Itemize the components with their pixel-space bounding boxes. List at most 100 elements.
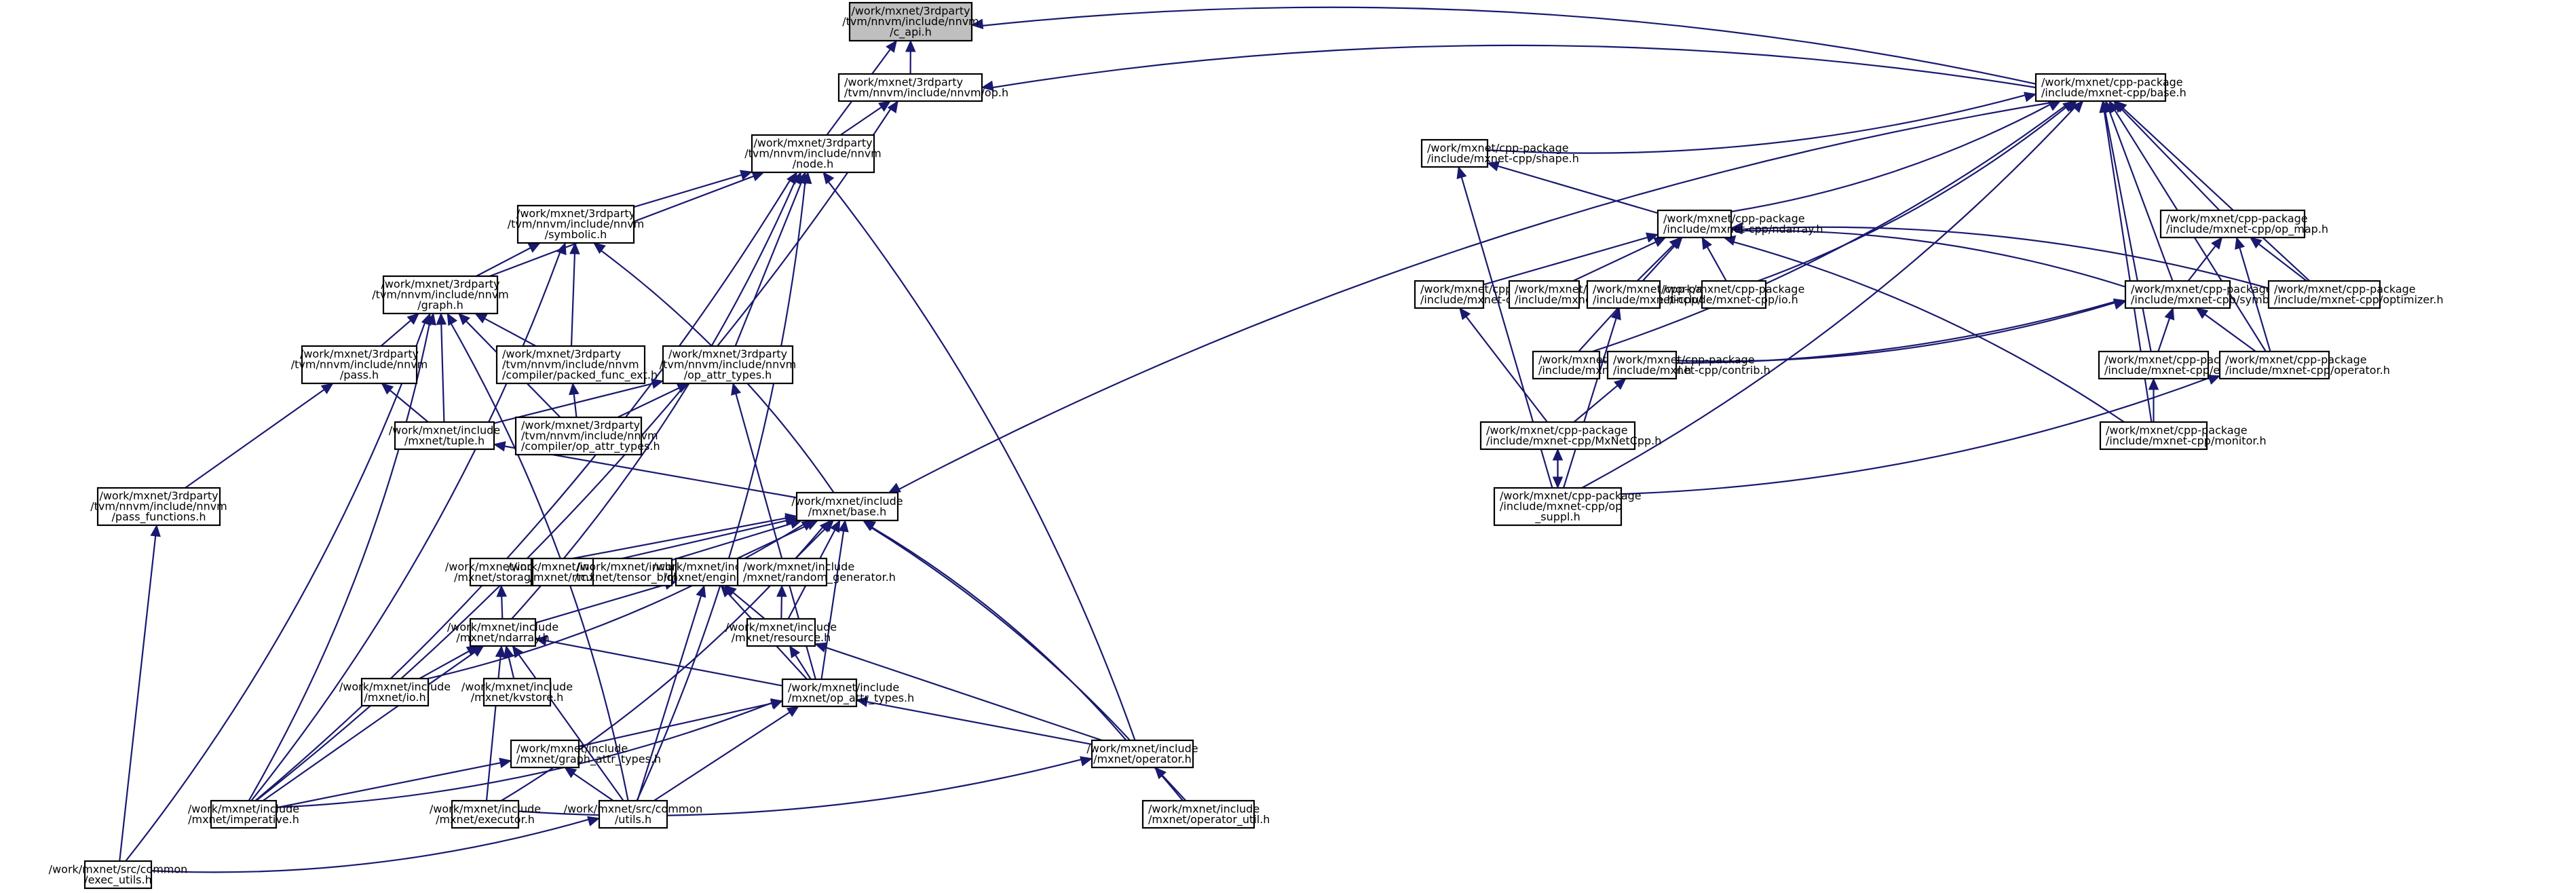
graph-node-mx_base[interactable]: /work/mxnet/include/mxnet/base.h (791, 491, 903, 522)
graph-node-mx_resource[interactable]: /work/mxnet/include/mxnet/resource.h (725, 618, 837, 647)
graph-node-cpp_ndarray[interactable]: /work/mxnet/cpp-package/include/mxnet-cp… (1656, 209, 1823, 239)
node-box (592, 557, 673, 587)
graph-node-cpp_base[interactable]: /work/mxnet/cpp-package/include/mxnet-cp… (2034, 73, 2186, 102)
graph-node-nnvm_pass_functions[interactable]: /work/mxnet/3rdparty/tvm/nnvm/include/nn… (90, 487, 227, 527)
arrowhead-icon (512, 645, 524, 658)
node-box (746, 618, 816, 647)
node-label-line: /include/mxnet-cpp/base.h (2041, 86, 2186, 99)
edge-cpp_op_map-to-cpp_base (2121, 108, 2220, 211)
node-label-line: /tvm/nnvm/include/nnvm (521, 430, 658, 442)
graph-node-cpp_contrib[interactable]: /work/mxnet/cpp-package/include/mxnet-cp… (1606, 350, 1770, 380)
edge-mx_imperative-to-nnvm_graph (248, 323, 430, 801)
node-label-line: /node.h (793, 157, 834, 170)
node-box (96, 487, 221, 527)
graph-node-cpp_op_suppl[interactable]: /work/mxnet/cpp-package/include/mxnet-cp… (1493, 487, 1642, 527)
arrowhead-icon (436, 312, 447, 325)
arrowhead-icon (493, 441, 506, 452)
edge-mx_imperative-to-mx_op_attr (276, 702, 772, 808)
arrowhead-icon (888, 482, 902, 493)
graph-node-mx_io[interactable]: /work/mxnet/include/mxnet/io.h (339, 677, 451, 707)
edge-mx_imperative-to-nnvm_node (254, 180, 791, 801)
edge-nnvm_pass-to-nnvm_graph (380, 320, 411, 347)
graph-node-nnvm_op[interactable]: /work/mxnet/3rdparty/tvm/nnvm/include/nn… (837, 73, 1008, 102)
edge-mx_operator-to-mx_op_attr (867, 701, 1093, 745)
graph-node-cpp_operator[interactable]: /work/mxnet/cpp-package/include/mxnet-cp… (2218, 350, 2390, 380)
graph-node-cpp_optimizer[interactable]: /work/mxnet/cpp-package/include/mxnet-cp… (2267, 280, 2444, 309)
edge-mx_imperative-to-mx_graph_attr (276, 762, 501, 809)
graph-node-nnvm_comp_op_attr[interactable]: /work/mxnet/3rdparty/tvm/nnvm/include/nn… (514, 416, 660, 456)
node-label-line: /mxnet/imperative.h (188, 813, 299, 826)
graph-node-cpp_shape[interactable]: /work/mxnet/cpp-package/include/mxnet-cp… (1420, 138, 1579, 168)
node-box (662, 345, 794, 385)
edge-nnvm_symbolic-to-nnvm_node (633, 174, 742, 208)
graph-node-mx_storage[interactable]: /work/mxnet/include/mxnet/storage.h (445, 557, 556, 587)
arrowhead-icon (1456, 166, 1467, 180)
arrowhead-icon (822, 172, 835, 185)
node-label-line: /compiler/packed_func_ext.h (502, 368, 658, 382)
edge-mx_engine-to-mx_base (736, 524, 809, 559)
arrowhead-icon (2235, 236, 2246, 250)
graph-node-mx_tensor_blob[interactable]: /work/mxnet/include/mxnet/tensor_blob.h (575, 557, 691, 587)
graph-node-mx_kvstore[interactable]: /work/mxnet/include/mxnet/kvstore.h (461, 677, 573, 707)
node-label-line: /mxnet/graph_attr_types.h (516, 753, 661, 766)
arrowhead-icon (587, 816, 601, 826)
graph-node-common_utils[interactable]: /work/mxnet/src/common/utils.h (564, 799, 703, 829)
graph-node-cpp_io[interactable]: /work/mxnet/cpp-package/include/mxnet-cp… (1663, 280, 1805, 309)
node-label-line: /tvm/nnvm/include/nnvm (291, 358, 428, 371)
edge-cpp_monitor-to-cpp_base (2103, 111, 2153, 423)
arrowhead-icon (421, 312, 432, 326)
arrowhead-icon (2108, 100, 2120, 114)
node-label-line: /work/mxnet/3rdparty (851, 5, 970, 18)
arrowhead-icon (1653, 237, 1667, 248)
arrowhead-icon (720, 585, 733, 598)
node-label-line: /work/mxnet/3rdparty (99, 489, 218, 502)
node-label-line: /mxnet/executor.h (436, 813, 535, 826)
arrowhead-icon (789, 645, 801, 659)
node-label-line: /work/mxnet/cpp-package (1663, 282, 1805, 295)
arrowhead-icon (819, 520, 832, 533)
graph-node-cpp_monitor[interactable]: /work/mxnet/cpp-package/include/mxnet-cp… (2099, 421, 2267, 451)
node-label-line: /include/mxnet-cpp/optimizer.h (2274, 293, 2444, 306)
graph-node-cpp_mxnetcpp[interactable]: /work/mxnet/cpp-package/include/mxnet-cp… (1479, 421, 1661, 451)
node-label-line: /work/mxnet/3rdparty (381, 278, 499, 290)
graph-node-nnvm_op_attr[interactable]: /work/mxnet/3rdparty/tvm/nnvm/include/nn… (660, 345, 797, 385)
graph-node-mx_imperative[interactable]: /work/mxnet/include/mxnet/imperative.h (188, 799, 299, 829)
arrowhead-icon (2062, 100, 2075, 113)
graph-node-nnvm_node[interactable]: /work/mxnet/3rdparty/tvm/nnvm/include/nn… (744, 134, 882, 174)
graph-node-mx_random[interactable]: /work/mxnet/include/mxnet/random_generat… (736, 557, 896, 587)
graph-node-mx_operator_util[interactable]: /work/mxnet/include/mxnet/operator_util.… (1141, 799, 1270, 829)
graph-node-cpp_symbol[interactable]: /work/mxnet/cpp-package/include/mxnet-cp… (2124, 280, 2289, 309)
graph-node-nnvm_pass[interactable]: /work/mxnet/3rdparty/tvm/nnvm/include/nn… (291, 345, 428, 385)
graph-node-cpp_op_map[interactable]: /work/mxnet/cpp-package/include/mxnet-cp… (2159, 209, 2328, 239)
node-box (516, 204, 635, 244)
graph-node-mx_rtc[interactable]: /work/mxnet/include/mxnet/rtc.h (508, 557, 619, 587)
node-box (2267, 280, 2381, 309)
edge-mx_op_attr-to-mx_base (820, 531, 845, 680)
edge-mx_imperative-to-nnvm_op (255, 109, 892, 801)
edge-nnvm_comp_op_attr-to-nnvm_packed (573, 394, 577, 418)
graph-node-mx_executor[interactable]: /work/mxnet/include/mxnet/executor.h (430, 799, 541, 829)
arrowhead-icon (527, 242, 541, 253)
graph-node-nnvm_packed[interactable]: /work/mxnet/3rdparty/tvm/nnvm/include/nn… (495, 345, 658, 385)
graph-node-mx_op_attr[interactable]: /work/mxnet/include/mxnet/op_attr_types.… (781, 678, 914, 708)
arrowhead-icon (1730, 222, 1743, 233)
edge-cpp_symbol-to-cpp_base (2108, 111, 2174, 282)
graph-node-common_exec_utils[interactable]: /work/mxnet/src/common/exec_utils.h (49, 860, 188, 890)
node-box (2218, 350, 2330, 380)
edge-common_exec_utils-to-common_utils (151, 818, 589, 873)
graph-node-nnvm_symbolic[interactable]: /work/mxnet/3rdparty/tvm/nnvm/include/nn… (508, 204, 645, 244)
graph-node-mx_ndarray[interactable]: /work/mxnet/include/mxnet/ndarray.h (447, 618, 558, 647)
edge-cpp_mxnetcpp-to-cpp_metric (1465, 316, 1548, 423)
edge-cpp_base-to-nnvm_op (992, 44, 2037, 89)
node-box (736, 557, 828, 587)
node-label-line: /c_api.h (890, 26, 932, 39)
graph-node-mx_graph_attr[interactable]: /work/mxnet/include/mxnet/graph_attr_typ… (510, 739, 661, 769)
edge-mx_op_attr-to-mx_ndarray (546, 640, 783, 687)
graph-node-mx_tuple[interactable]: /work/mxnet/include/mxnet/tuple.h (389, 421, 500, 451)
edge-cpp_optimizer-to-cpp_op_map (2258, 243, 2307, 282)
graph-node-mx_engine[interactable]: /work/mxnet/include/mxnet/engine.h (653, 557, 764, 587)
node-label-line: /include/mxnet-cpp/op (1500, 500, 1622, 513)
graph-node-nnvm_graph[interactable]: /work/mxnet/3rdparty/tvm/nnvm/include/nn… (372, 275, 509, 315)
edge-mx_tensor_blob-to-mx_base (671, 522, 792, 561)
graph-node-mx_operator[interactable]: /work/mxnet/include/mxnet/operator.h (1086, 739, 1198, 769)
